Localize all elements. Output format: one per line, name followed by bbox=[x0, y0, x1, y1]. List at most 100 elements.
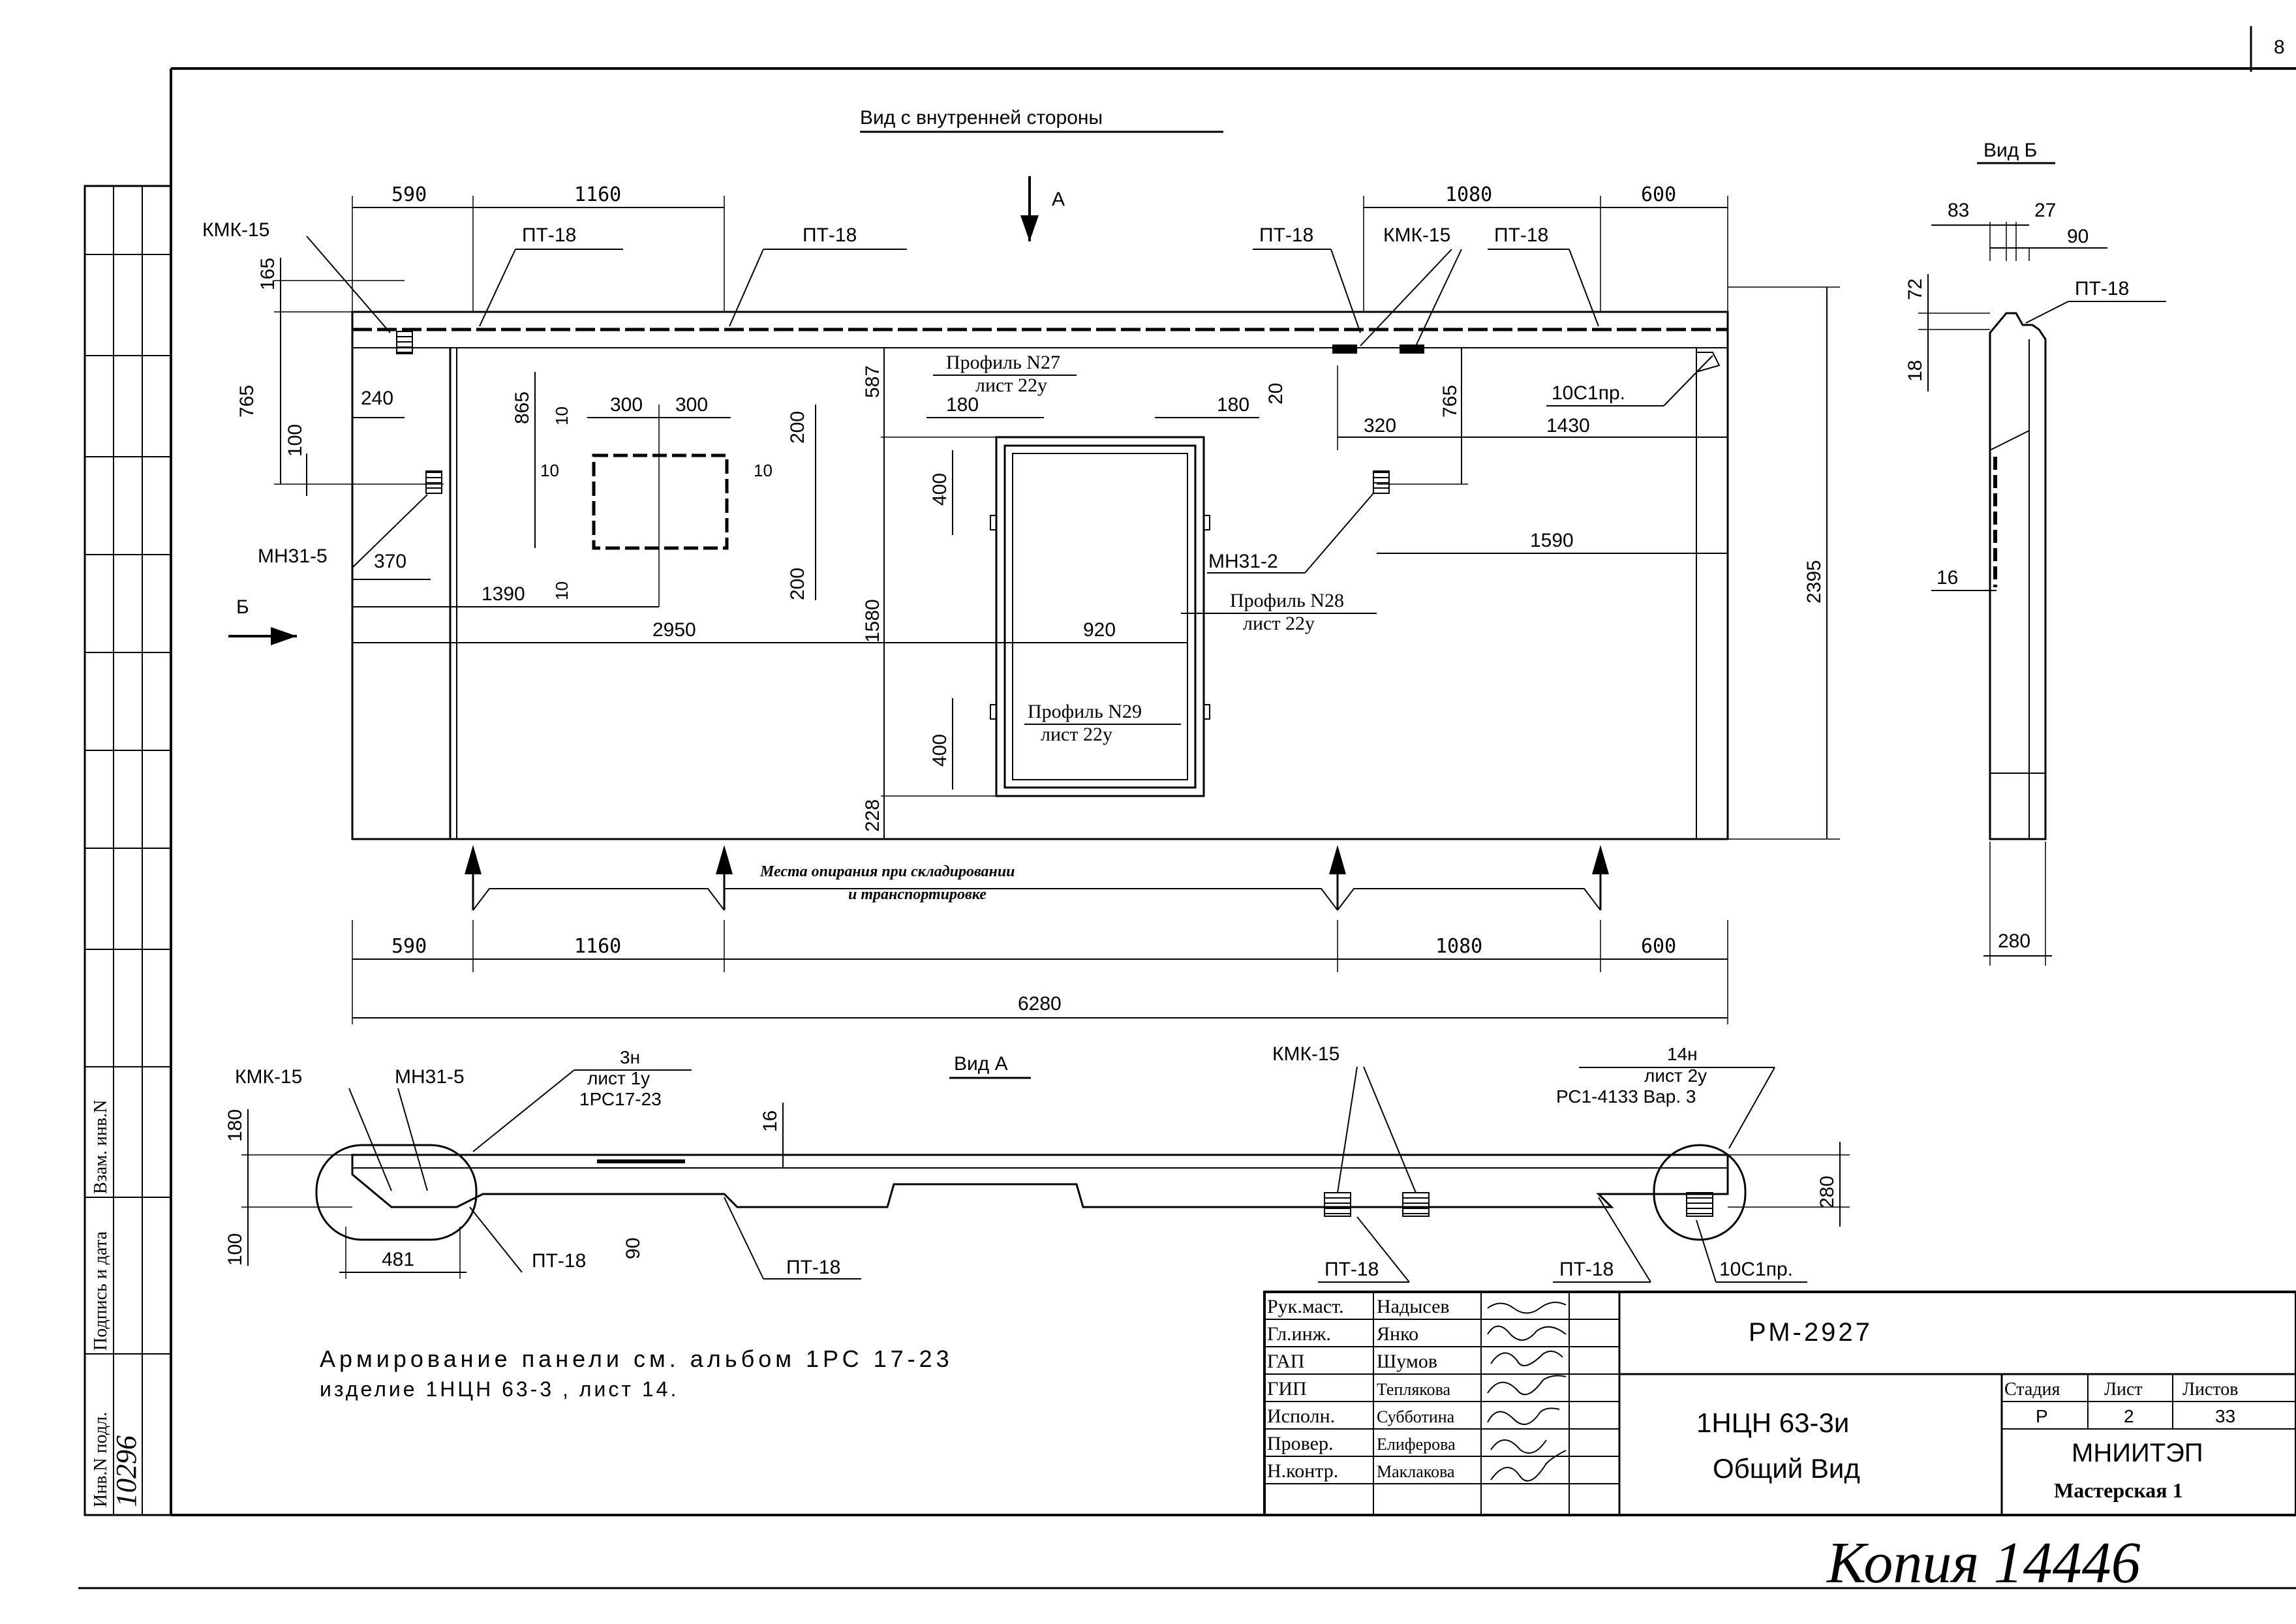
view-a-dim-280: 280 bbox=[1816, 1176, 1838, 1208]
kmk-left-label: КМК-15 bbox=[202, 219, 269, 241]
dim-83: 83 bbox=[1948, 200, 1969, 221]
note-line-1: Армирование панели см. альбом 1РС 17-23 bbox=[320, 1345, 953, 1372]
view-a-dim-100: 100 bbox=[224, 1233, 246, 1266]
tb-product: 1НЦН 63-3и bbox=[1696, 1407, 1849, 1438]
dim-10b: 10 bbox=[540, 461, 559, 480]
archive-stamp: Копия 14446 bbox=[1826, 1531, 2141, 1595]
inner-view-title: Вид с внутренней стороны bbox=[860, 107, 1103, 129]
dim-1590: 1590 bbox=[1530, 530, 1574, 551]
dim-765: 765 bbox=[236, 385, 258, 418]
front-view: Вид с внутренней стороны А КМК-15 bbox=[202, 107, 1840, 1024]
arrow-a-icon bbox=[1020, 215, 1039, 241]
tb-name-2: Шумов bbox=[1377, 1351, 1437, 1372]
tb-role-2: ГАП bbox=[1267, 1351, 1304, 1372]
side-stamp: Инв.N подл. Подпись и дата Взам. инв.N 1… bbox=[84, 185, 172, 1516]
tb-name-1: Янко bbox=[1377, 1323, 1418, 1345]
arrow-b-icon bbox=[271, 627, 297, 645]
tb-name-3: Теплякова bbox=[1377, 1380, 1451, 1399]
view-a-dim-90: 90 bbox=[622, 1238, 644, 1259]
arrow-b-label: Б bbox=[236, 596, 249, 618]
dim-400b: 400 bbox=[929, 734, 951, 767]
kmk-15-embed-r1 bbox=[1332, 345, 1357, 354]
dim-865: 865 bbox=[512, 391, 533, 424]
view-a-dim-16: 16 bbox=[759, 1111, 781, 1132]
dim-18: 18 bbox=[1905, 360, 1926, 382]
tb-role-6: Н.контр. bbox=[1267, 1460, 1338, 1482]
ref3-2: лист 1у bbox=[587, 1068, 650, 1088]
view-a-pt-d: ПТ-18 bbox=[1559, 1259, 1614, 1280]
ref3-3: 1РС17-23 bbox=[579, 1089, 662, 1109]
tb-role-1: Гл.инж. bbox=[1267, 1323, 1331, 1345]
dim-240: 240 bbox=[361, 388, 393, 409]
profile-27-sheet: лист 22у bbox=[975, 375, 1047, 396]
tb-sheet-title: Общий Вид bbox=[1713, 1453, 1860, 1484]
dim-400a: 400 bbox=[929, 473, 951, 506]
pt-label-c: ПТ-18 bbox=[1259, 224, 1313, 246]
tb-sheets: 33 bbox=[2215, 1406, 2235, 1426]
dim-90: 90 bbox=[2067, 226, 2089, 247]
tb-name-4: Субботина bbox=[1377, 1407, 1455, 1426]
mn31-5-label: МН31-5 bbox=[258, 545, 328, 567]
dim-10c: 10 bbox=[754, 461, 773, 480]
dim-bottom-1080: 1080 bbox=[1435, 935, 1482, 958]
kmk-15-embed bbox=[396, 331, 413, 354]
view-a-pt-a: ПТ-18 bbox=[532, 1250, 586, 1272]
dim-920: 920 bbox=[1083, 619, 1116, 641]
dim-top-600: 600 bbox=[1641, 183, 1676, 206]
view-a-dim-180: 180 bbox=[224, 1109, 246, 1142]
profile-29-name: Профиль N29 bbox=[1028, 701, 1142, 722]
stamp-inv-podl: Инв.N подл. bbox=[91, 1412, 111, 1507]
support-note-1: Места опирания при складировании bbox=[759, 863, 1015, 880]
dim-300a: 300 bbox=[610, 394, 643, 416]
dim-1390: 1390 bbox=[482, 583, 525, 605]
tb-role-3: ГИП bbox=[1267, 1378, 1307, 1400]
dim-228: 228 bbox=[862, 799, 883, 832]
dim-20: 20 bbox=[1265, 383, 1287, 405]
view-a-pt-b: ПТ-18 bbox=[786, 1257, 840, 1278]
tb-doc-code: РМ-2927 bbox=[1749, 1318, 1873, 1347]
dim-165: 165 bbox=[257, 258, 279, 290]
panel-outline bbox=[351, 311, 1729, 840]
dim-bottom-1160: 1160 bbox=[574, 935, 621, 958]
tb-role-5: Провер. bbox=[1267, 1433, 1333, 1454]
dim-top-1160: 1160 bbox=[574, 183, 621, 206]
dim-top-1080: 1080 bbox=[1445, 183, 1492, 206]
tb-sheets-h: Листов bbox=[2182, 1379, 2239, 1400]
tb-org: МНИИТЭП bbox=[2072, 1439, 2203, 1467]
stamp-podpis: Подпись и дата bbox=[91, 1231, 111, 1351]
dim-280b: 280 bbox=[1998, 930, 2030, 952]
dim-10d: 10 bbox=[552, 581, 572, 600]
mn31-5-embed bbox=[425, 470, 442, 494]
dim-1430: 1430 bbox=[1546, 415, 1590, 437]
stamp-vzam: Взам. инв.N bbox=[91, 1100, 111, 1194]
dim-2395: 2395 bbox=[1803, 560, 1825, 604]
dim-72: 72 bbox=[1905, 279, 1926, 300]
tb-sheet-h: Лист bbox=[2104, 1379, 2143, 1400]
ref14-2: лист 2у bbox=[1644, 1065, 1707, 1086]
ref14-1: 14н bbox=[1667, 1044, 1698, 1064]
profile-28-sheet: лист 22у bbox=[1243, 613, 1315, 634]
tb-role-4: Исполн. bbox=[1267, 1405, 1335, 1427]
view-a-mn: МН31-5 bbox=[395, 1066, 465, 1088]
dim-10a: 10 bbox=[552, 406, 572, 425]
mn31-2-embed bbox=[1373, 470, 1390, 494]
door-opening bbox=[995, 436, 1205, 797]
view-a-pt-c: ПТ-18 bbox=[1324, 1259, 1379, 1280]
support-note-2: и транспортировке bbox=[848, 886, 987, 903]
mn31-2-label: МН31-2 bbox=[1208, 551, 1278, 572]
dim-587: 587 bbox=[862, 365, 883, 398]
dim-bottom-590: 590 bbox=[391, 935, 427, 958]
tb-sheet: 2 bbox=[2124, 1406, 2134, 1426]
view-b: Вид Б 83 27 90 ПТ-18 72 18 16 280 bbox=[1905, 140, 2166, 966]
dim-16: 16 bbox=[1936, 567, 1958, 589]
view-a-title: Вид А bbox=[954, 1053, 1008, 1075]
dim-1580: 1580 bbox=[862, 599, 883, 643]
tb-role-0: Рук.маст. bbox=[1267, 1296, 1344, 1317]
dim-100: 100 bbox=[284, 424, 306, 457]
dim-bottom-600: 600 bbox=[1641, 935, 1676, 958]
view-b-pt-label: ПТ-18 bbox=[2075, 278, 2129, 299]
ref3-1: 3н bbox=[620, 1047, 640, 1067]
tb-stage-h: Стадия bbox=[2004, 1379, 2060, 1400]
dim-765b: 765 bbox=[1439, 385, 1461, 418]
